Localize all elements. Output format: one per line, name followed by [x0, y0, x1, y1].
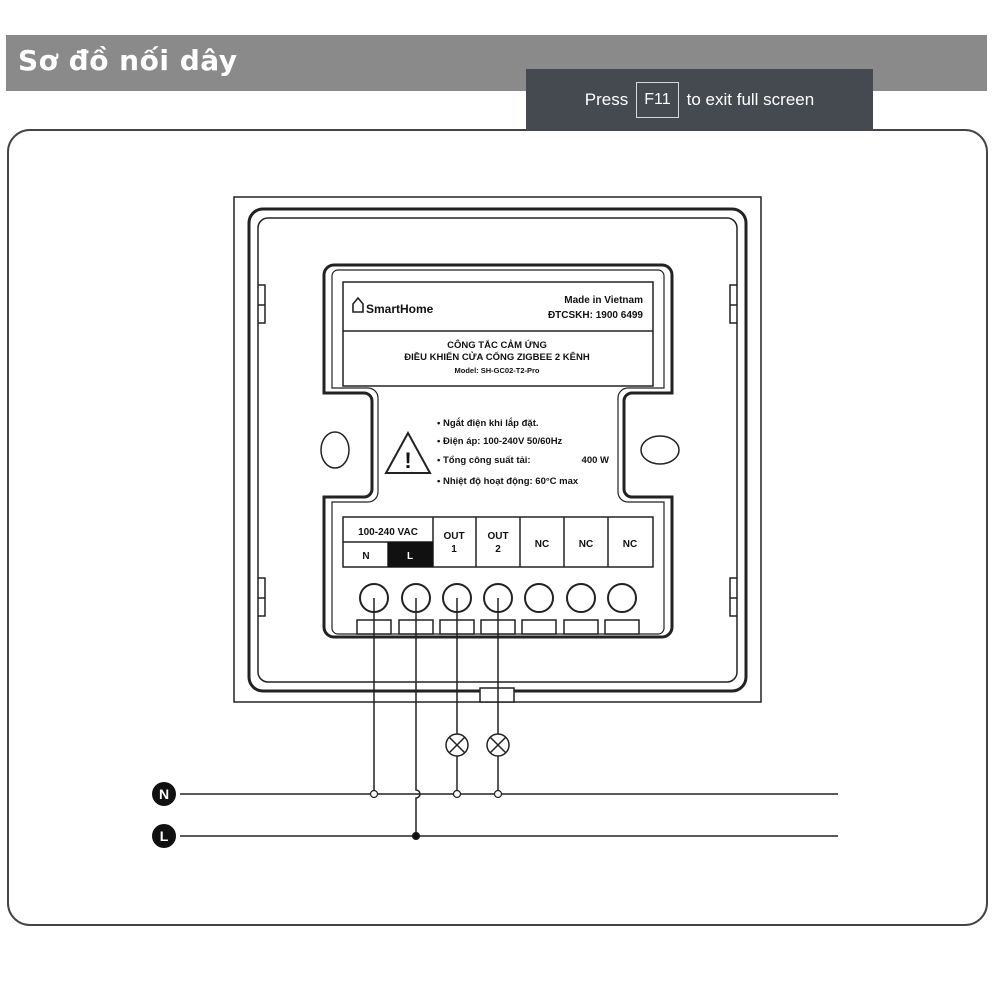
nc1-label: NC	[535, 539, 549, 550]
toast-prefix: Press	[584, 90, 629, 109]
warning-section: ! • Ngắt điện khi lắp đặt. • Điện áp: 10…	[384, 417, 609, 487]
warning-triangle-icon	[384, 430, 432, 474]
toast-suffix: to exit full screen	[686, 90, 815, 109]
line-marker-label: L	[160, 828, 169, 844]
out1-label-top: OUT	[443, 531, 464, 542]
out1-label-bottom: 1	[451, 544, 457, 555]
diagram-frame	[7, 129, 988, 926]
terminal-l-cell	[388, 542, 433, 567]
nc2-label: NC	[579, 539, 593, 550]
terminal-n-label: N	[362, 551, 369, 562]
neutral-marker: N	[152, 782, 176, 806]
brand-name: SmartHome	[366, 302, 434, 316]
warning-line-3: • Tổng công suất tải:	[437, 455, 531, 466]
product-label: SmartHome Made in Vietnam ĐTCSKH: 1900 6…	[342, 281, 654, 387]
terminal-tabs	[356, 619, 640, 635]
power-label: 100-240 VAC	[358, 527, 418, 538]
made-in: Made in Vietnam	[564, 295, 643, 306]
toast-key: F11	[636, 82, 679, 118]
model-number: Model: SH-GC02-T2-Pro	[454, 366, 539, 375]
lamp-2-icon	[486, 733, 510, 757]
out2-label-top: OUT	[487, 531, 508, 542]
warning-line-2: • Điện áp: 100-240V 50/60Hz	[437, 436, 563, 447]
fullscreen-toast: Press F11 to exit full screen	[526, 69, 873, 131]
line-marker: L	[152, 824, 176, 848]
junctions	[369, 789, 503, 841]
hotline: ĐTCSKH: 1900 6499	[548, 310, 643, 321]
page-title: Sơ đồ nối dây	[18, 44, 238, 77]
lamp-1-icon	[445, 733, 469, 757]
neutral-marker-label: N	[159, 786, 169, 802]
exclamation-icon: !	[404, 448, 411, 473]
product-line2: ĐIỀU KHIỂN CỬA CỔNG ZIGBEE 2 KÊNH	[404, 351, 590, 363]
product-line1: CÔNG TẮC CẢM ỨNG	[447, 339, 547, 351]
load-value: 400 W	[582, 455, 609, 466]
terminal-table: 100-240 VAC N L OUT 1 OUT 2 NC NC NC	[342, 516, 654, 568]
terminal-l-label: L	[407, 551, 413, 562]
warning-line-4: • Nhiệt độ hoạt động: 60°C max	[437, 476, 579, 487]
warning-line-1: • Ngắt điện khi lắp đặt.	[437, 417, 539, 429]
nc3-label: NC	[623, 539, 637, 550]
out2-label-bottom: 2	[495, 544, 501, 555]
house-logo-icon	[352, 296, 364, 313]
wires	[180, 598, 838, 837]
